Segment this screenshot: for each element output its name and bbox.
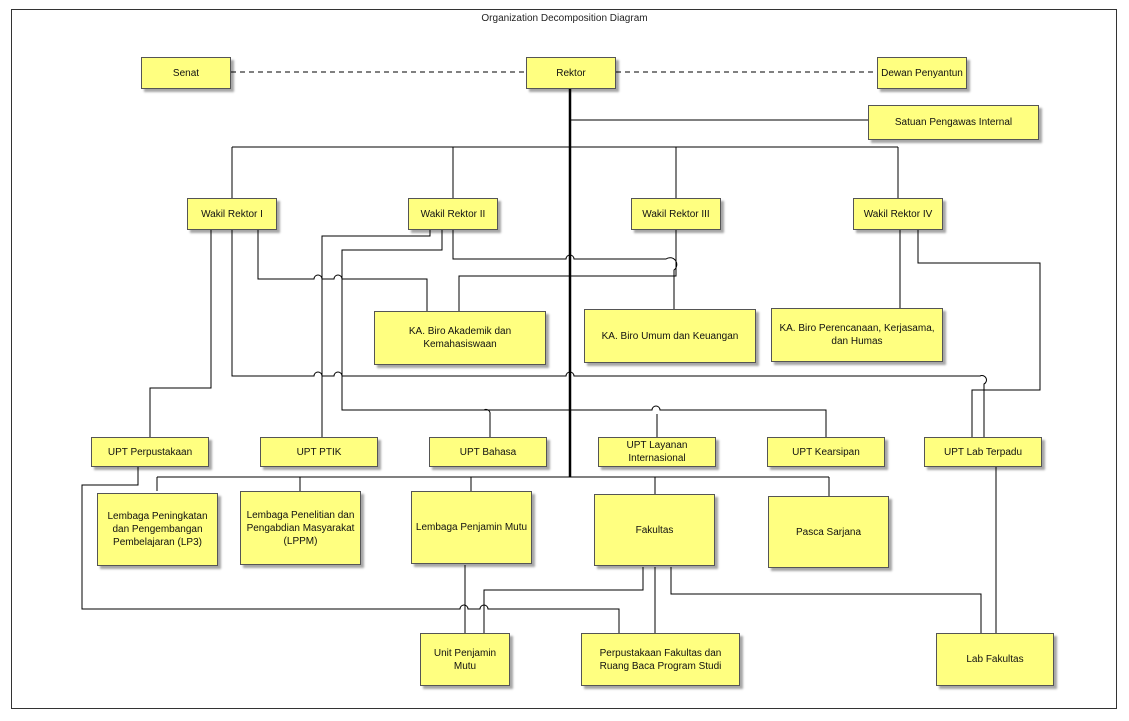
node-pasca-sarjana[interactable]: Pasca Sarjana (768, 496, 889, 568)
node-unit-penjamin-mutu[interactable]: Unit Penjamin Mutu (420, 633, 510, 686)
link-fakultas-lab (670, 567, 982, 633)
link-wr4-upt-lab (917, 230, 1041, 437)
link-fakultas-upm (483, 567, 644, 633)
node-biro-akademik[interactable]: KA. Biro Akademik dan Kemahasiswaan (374, 311, 546, 365)
node-biro-perencanaan[interactable]: KA. Biro Perencanaan, Kerjasama, dan Hum… (771, 308, 943, 362)
node-lp3[interactable]: Lembaga Peningkatan dan Pengembangan Pem… (97, 493, 218, 566)
link-wr2-biro-umum (452, 230, 678, 309)
node-satuan-pengawas-internal[interactable]: Satuan Pengawas Internal (868, 105, 1039, 140)
diagram-frame (11, 9, 1117, 709)
link-upt-kearsipan (341, 388, 827, 437)
link-wr2-upt-ptik (321, 230, 431, 437)
node-lembaga-penjamin-mutu[interactable]: Lembaga Penjamin Mutu (411, 491, 532, 564)
node-fakultas[interactable]: Fakultas (594, 494, 715, 566)
node-wakil-rektor-2[interactable]: Wakil Rektor II (408, 198, 498, 230)
node-lab-fakultas[interactable]: Lab Fakultas (936, 633, 1054, 686)
node-upt-kearsipan[interactable]: UPT Kearsipan (767, 437, 885, 467)
node-upt-ptik[interactable]: UPT PTIK (260, 437, 378, 467)
node-upt-bahasa[interactable]: UPT Bahasa (429, 437, 547, 467)
diagram-title: Organization Decomposition Diagram (481, 13, 648, 24)
node-lppm[interactable]: Lembaga Penelitian dan Pengabdian Masyar… (240, 491, 361, 565)
node-wakil-rektor-4[interactable]: Wakil Rektor IV (853, 198, 943, 230)
node-perpustakaan-fakultas[interactable]: Perpustakaan Fakultas dan Ruang Baca Pro… (581, 633, 740, 686)
node-upt-lab-terpadu[interactable]: UPT Lab Terpadu (924, 437, 1042, 467)
node-wakil-rektor-1[interactable]: Wakil Rektor I (187, 198, 277, 230)
node-wakil-rektor-3[interactable]: Wakil Rektor III (631, 198, 721, 230)
link-wr3-biro-akademik (458, 230, 677, 311)
node-upt-perpustakaan[interactable]: UPT Perpustakaan (91, 437, 209, 467)
node-upt-layanan-internasional[interactable]: UPT Layanan Internasional (598, 437, 716, 467)
node-biro-umum[interactable]: KA. Biro Umum dan Keuangan (584, 309, 756, 363)
node-dewan-penyantun[interactable]: Dewan Penyantun (877, 57, 967, 89)
node-senat[interactable]: Senat (141, 57, 231, 89)
link-wr1-bus (231, 230, 987, 437)
node-rektor[interactable]: Rektor (526, 57, 616, 89)
link-lp3-upm (81, 467, 620, 633)
link-wr1-upt-perpustakaan (149, 230, 212, 437)
